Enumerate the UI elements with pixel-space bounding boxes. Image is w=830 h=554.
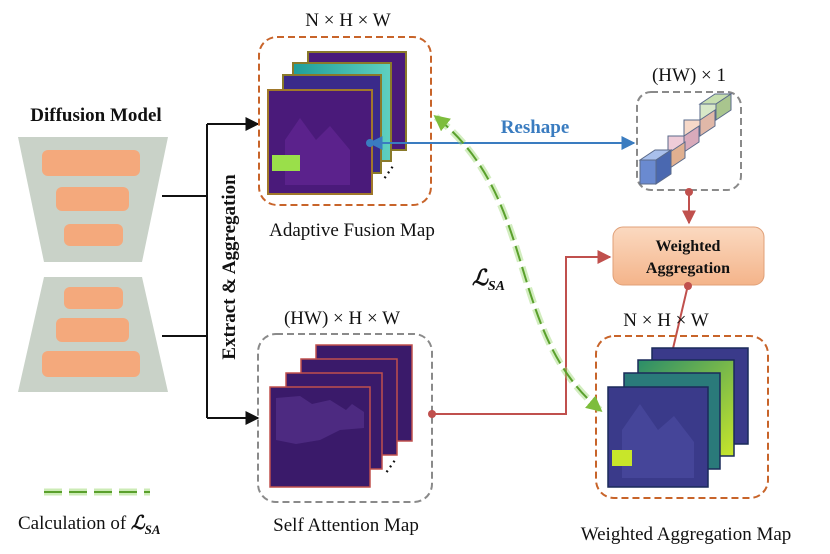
weighted-label-2: Aggregation [646, 260, 730, 277]
decoder-block [18, 277, 168, 392]
legend-symbol: ℒ [131, 513, 146, 534]
wam-frame [595, 335, 769, 499]
decoder-bar [56, 318, 129, 342]
afm-caption: Adaptive Fusion Map [269, 220, 435, 241]
wam-caption: Weighted Aggregation Map [581, 524, 792, 545]
afm-dim-label: N × H × W [305, 10, 391, 31]
reshape-label: Reshape [501, 117, 570, 138]
weighted-label-1: Weighted [656, 238, 721, 255]
wam-stack [607, 347, 749, 488]
encoder-bar [64, 224, 123, 246]
decoder-bar [64, 287, 123, 309]
encoder-bar [56, 187, 129, 211]
afm-frame [258, 36, 432, 206]
house-silhouette [285, 118, 350, 185]
sa-anchor [428, 410, 436, 418]
vector-anchor [685, 188, 693, 196]
legend-prefix: Calculation of [18, 513, 131, 534]
vector-frame [636, 91, 742, 191]
legend-text: Calculation of ℒSA [18, 513, 161, 537]
vector-dim-label: (HW) × 1 [652, 65, 726, 86]
weighted-anchor [684, 282, 692, 290]
extract-aggregation-label: Extract & Aggregation [219, 174, 240, 360]
highlight-region [612, 450, 632, 466]
decoder-bar [42, 351, 140, 377]
attention-patch [276, 396, 364, 444]
highlight-region [272, 155, 300, 171]
lsa-label: ℒSA [472, 265, 505, 294]
legend-subscript: SA [145, 522, 161, 537]
sa-dim-label: (HW) × H × W [284, 308, 400, 329]
lsa-curve-core [433, 115, 603, 413]
lsa-curve [433, 114, 603, 413]
extract-connectors [162, 117, 260, 425]
vector-cubes [638, 93, 733, 185]
encoder-block [18, 137, 168, 262]
sa-stack [269, 344, 413, 488]
reshape-anchor [366, 139, 374, 147]
encoder-bar [42, 150, 140, 176]
lsa-symbol: ℒ [472, 265, 489, 290]
wam-dim-label: N × H × W [623, 310, 709, 331]
lsa-subscript: SA [488, 279, 505, 294]
diffusion-model-title: Diffusion Model [30, 105, 161, 126]
house-silhouette [622, 404, 694, 478]
sa-caption: Self Attention Map [273, 515, 419, 536]
afm-stack [267, 51, 407, 195]
